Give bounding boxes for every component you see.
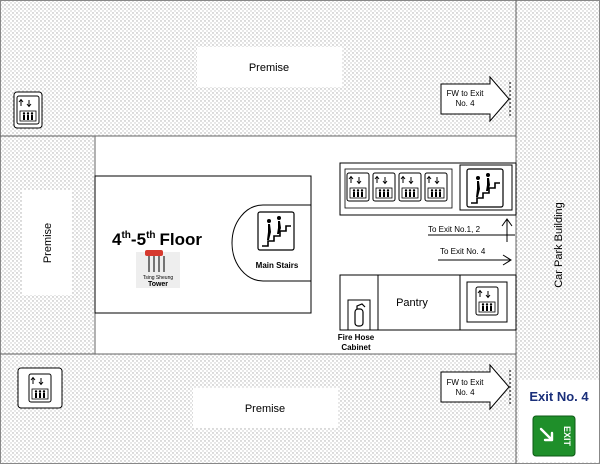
exit-no4-label: Exit No. 4 (529, 389, 589, 404)
fw-bottom-line1: FW to Exit (447, 378, 485, 387)
premise-box-top (197, 47, 342, 87)
exit-sign-icon: EXIT (532, 415, 576, 457)
stairs-icon (257, 211, 295, 251)
to-exit-4-arrow: To Exit No. 4 (438, 247, 512, 266)
premise-box-bottom (193, 388, 338, 428)
fw-arrow-bottom: FW to Exit No. 4 (440, 363, 511, 411)
logo-text-large: Tower (148, 281, 168, 288)
lift-icon (346, 172, 370, 202)
logo-text-small: Tsing Sheung (143, 275, 174, 281)
building-logo: Tsing Sheung Tower (136, 250, 180, 288)
fire-hose-line2: Cabinet (341, 343, 371, 352)
to-exit-12-arrow: To Exit No.1, 2 (428, 218, 515, 242)
fw-top-line1: FW to Exit (447, 89, 485, 98)
premise-label-bottom: Premise (245, 403, 285, 415)
lift-icon (398, 172, 422, 202)
lift-icon (372, 172, 396, 202)
to-exit-4-label: To Exit No. 4 (440, 247, 486, 256)
car-park-label: Car Park Building (553, 202, 565, 288)
main-stairs-label: Main Stairs (256, 261, 299, 270)
lift-icon (424, 172, 448, 202)
premise-label-left: Premise (42, 223, 54, 263)
stairs-icon (466, 168, 504, 208)
fire-hose-line1: Fire Hose (338, 333, 375, 342)
lift-icon (475, 286, 499, 316)
fw-arrow-top: FW to Exit No. 4 (440, 75, 511, 123)
fw-bottom-line2: No. 4 (455, 388, 475, 397)
premise-box-left (22, 190, 72, 295)
to-exit-12-label: To Exit No.1, 2 (428, 225, 481, 234)
premise-label-top: Premise (249, 62, 289, 74)
fw-top-line2: No. 4 (455, 99, 475, 108)
lift-lobby (339, 162, 517, 216)
pantry-label: Pantry (396, 297, 428, 309)
lift-icon (17, 367, 63, 409)
fire-extinguisher-icon (347, 299, 371, 331)
lift-icon (13, 91, 43, 129)
exit-sign-text: EXIT (562, 426, 572, 447)
